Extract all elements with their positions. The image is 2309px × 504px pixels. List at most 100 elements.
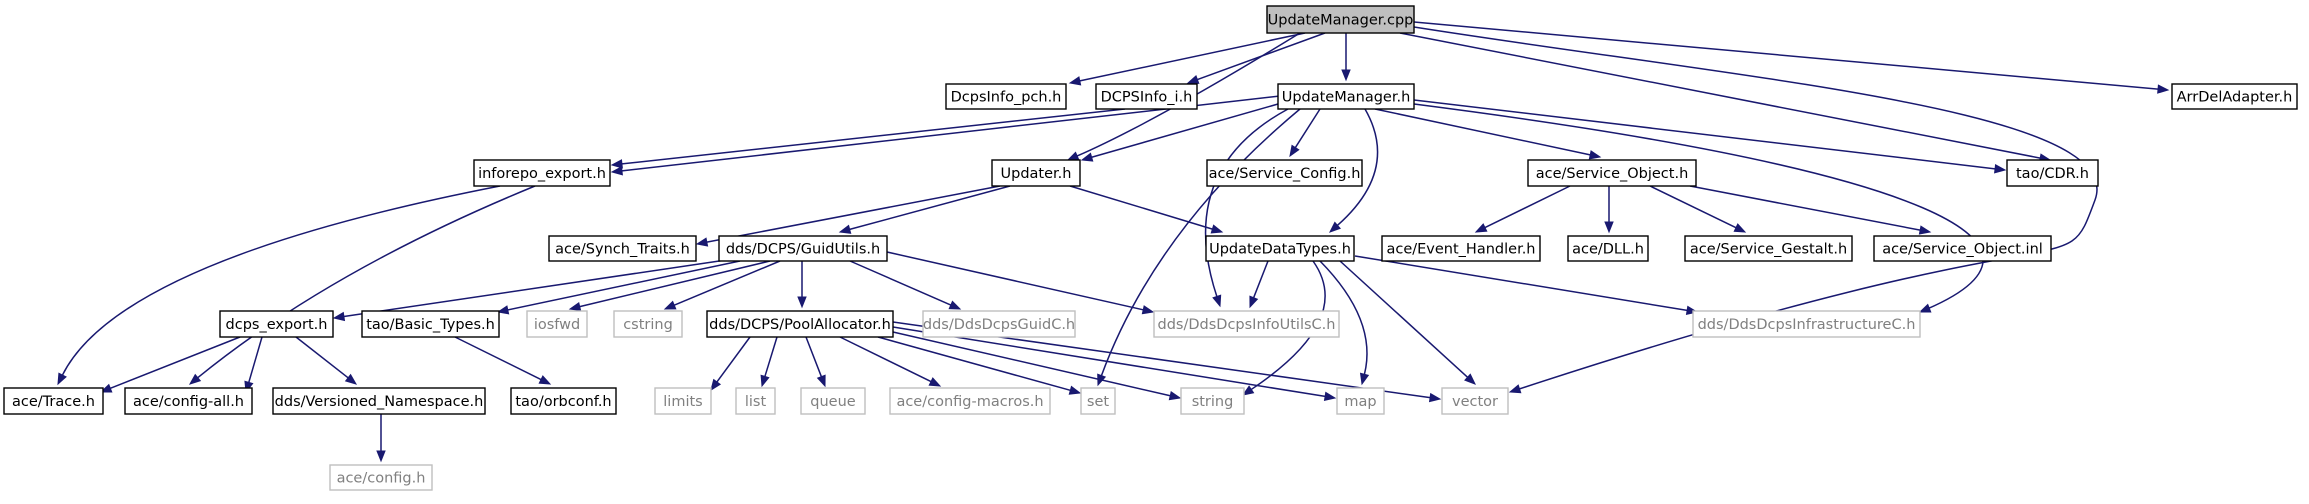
edge-line	[1399, 32, 2041, 159]
graph-node[interactable]: UpdateDataTypes.h	[1205, 235, 1355, 262]
graph-node[interactable]: ace/config-all.h	[124, 387, 253, 415]
arrowhead-icon	[816, 374, 826, 388]
edge-line	[1339, 260, 1469, 378]
node-label: UpdateManager.cpp	[1268, 13, 1414, 29]
graph-node[interactable]: set	[1080, 387, 1116, 415]
dependency-edge	[496, 260, 741, 315]
graph-node[interactable]: UpdateManager.cpp	[1266, 5, 1415, 34]
edge-line	[886, 251, 1144, 311]
node-box	[991, 159, 1081, 187]
arrowhead-icon	[1068, 76, 1082, 86]
node-label: limits	[663, 394, 702, 410]
graph-node[interactable]: iosfwd	[526, 310, 588, 338]
arrowhead-icon	[57, 372, 67, 386]
graph-node[interactable]: ace/Event_Handler.h	[1381, 235, 1541, 262]
dependency-edge	[1413, 99, 2007, 174]
arrowhead-icon	[1323, 391, 1337, 402]
graph-node[interactable]: dds/Versioned_Namespace.h	[272, 387, 486, 415]
arrowhead-icon	[1918, 225, 1932, 235]
graph-node[interactable]: dds/DCPS/GuidUtils.h	[718, 235, 888, 262]
graph-node[interactable]: cstring	[613, 310, 683, 338]
graph-node[interactable]: ace/Service_Gestalt.h	[1684, 235, 1853, 262]
node-box	[473, 159, 611, 187]
arrowhead-icon	[1428, 392, 1442, 403]
graph-node[interactable]: UpdateManager.h	[1277, 83, 1415, 110]
node-label: vector	[1452, 394, 1498, 410]
node-box	[922, 310, 1076, 338]
node-box	[510, 387, 617, 415]
arrowhead-icon	[2157, 84, 2170, 94]
node-box	[613, 310, 683, 338]
edge-line	[1319, 260, 1368, 375]
dependency-edge	[1649, 185, 1747, 233]
edge-line	[579, 260, 771, 308]
node-label: Updater.h	[1001, 166, 1072, 182]
graph-node[interactable]: DcpsInfo_pch.h	[945, 83, 1067, 110]
graph-edges	[57, 21, 2170, 463]
arrowhead-icon	[1604, 221, 1614, 234]
arrowhead-icon	[1141, 305, 1155, 315]
graph-node[interactable]: ace/DLL.h	[1567, 235, 1649, 262]
node-label: iosfwd	[534, 317, 580, 333]
graph-node[interactable]: dds/DdsDcpsInfrastructureC.h	[1692, 310, 1921, 338]
graph-node[interactable]: vector	[1441, 387, 1509, 415]
graph-node[interactable]: dcps_export.h	[219, 310, 334, 338]
node-label: string	[1192, 394, 1234, 410]
node-label: UpdateDataTypes.h	[1209, 242, 1351, 258]
node-label: ace/Service_Object.inl	[1882, 242, 2043, 258]
graph-node[interactable]: DCPSInfo_i.h	[1095, 83, 1198, 110]
dependency-edge	[1289, 108, 1321, 158]
graph-node[interactable]: ace/Trace.h	[3, 387, 104, 415]
dependency-edge	[710, 336, 751, 392]
graph-node[interactable]: ArrDelAdapter.h	[2171, 83, 2298, 110]
node-label: tao/orbconf.h	[515, 394, 611, 410]
node-label: ace/config-all.h	[133, 394, 244, 410]
graph-node[interactable]: map	[1336, 387, 1385, 415]
dependency-edge	[1474, 185, 1571, 233]
graph-node[interactable]: dds/DCPS/PoolAllocator.h	[706, 310, 894, 338]
graph-node[interactable]: ace/Service_Object.h	[1527, 159, 1697, 187]
graph-node[interactable]: tao/Basic_Types.h	[361, 310, 500, 338]
graph-node[interactable]: ace/config-macros.h	[889, 387, 1051, 415]
graph-node[interactable]: ace/Synch_Traits.h	[548, 235, 697, 262]
graph-node[interactable]: limits	[654, 387, 712, 415]
graph-node[interactable]: Updater.h	[991, 159, 1081, 187]
edge-line	[805, 336, 823, 377]
dependency-edge	[1319, 260, 1370, 386]
edge-line	[343, 259, 727, 318]
graph-node[interactable]: queue	[800, 387, 866, 415]
arrowhead-icon	[1168, 391, 1182, 401]
dependency-edge	[663, 260, 781, 310]
dependency-edge	[99, 336, 241, 393]
edge-line	[1204, 108, 1289, 297]
dependency-edge	[568, 260, 771, 312]
node-box	[1205, 235, 1355, 262]
graph-node[interactable]: ace/config.h	[329, 464, 433, 491]
graph-node[interactable]: string	[1180, 387, 1245, 415]
arrowhead-icon	[188, 373, 202, 385]
node-box	[1266, 5, 1415, 34]
node-box	[1441, 387, 1509, 415]
edge-line	[716, 336, 751, 383]
graph-node[interactable]: tao/CDR.h	[2006, 159, 2099, 187]
graph-node[interactable]: inforepo_export.h	[473, 159, 611, 187]
graph-node[interactable]: tao/orbconf.h	[510, 387, 617, 415]
graph-node[interactable]: ace/Service_Config.h	[1206, 159, 1363, 187]
dependency-edge	[376, 414, 386, 463]
node-label: ace/Synch_Traits.h	[555, 242, 690, 258]
node-box	[718, 235, 888, 262]
graph-node[interactable]: list	[735, 387, 776, 415]
node-box	[1153, 310, 1340, 338]
dependency-edge	[838, 185, 1011, 234]
graph-node[interactable]: dds/DdsDcpsGuidC.h	[922, 310, 1076, 338]
edge-line	[764, 336, 778, 377]
arrowhead-icon	[838, 224, 852, 234]
graph-node[interactable]: dds/DdsDcpsInfoUtilsC.h	[1153, 310, 1340, 338]
graph-node[interactable]: ace/Service_Object.inl	[1873, 235, 2052, 262]
node-label: dds/DdsDcpsInfrastructureC.h	[1698, 317, 1916, 333]
dependency-edge	[892, 326, 1337, 402]
dependency-edge	[332, 259, 727, 322]
arrowhead-icon	[1341, 69, 1351, 82]
dependency-edge	[849, 260, 962, 310]
